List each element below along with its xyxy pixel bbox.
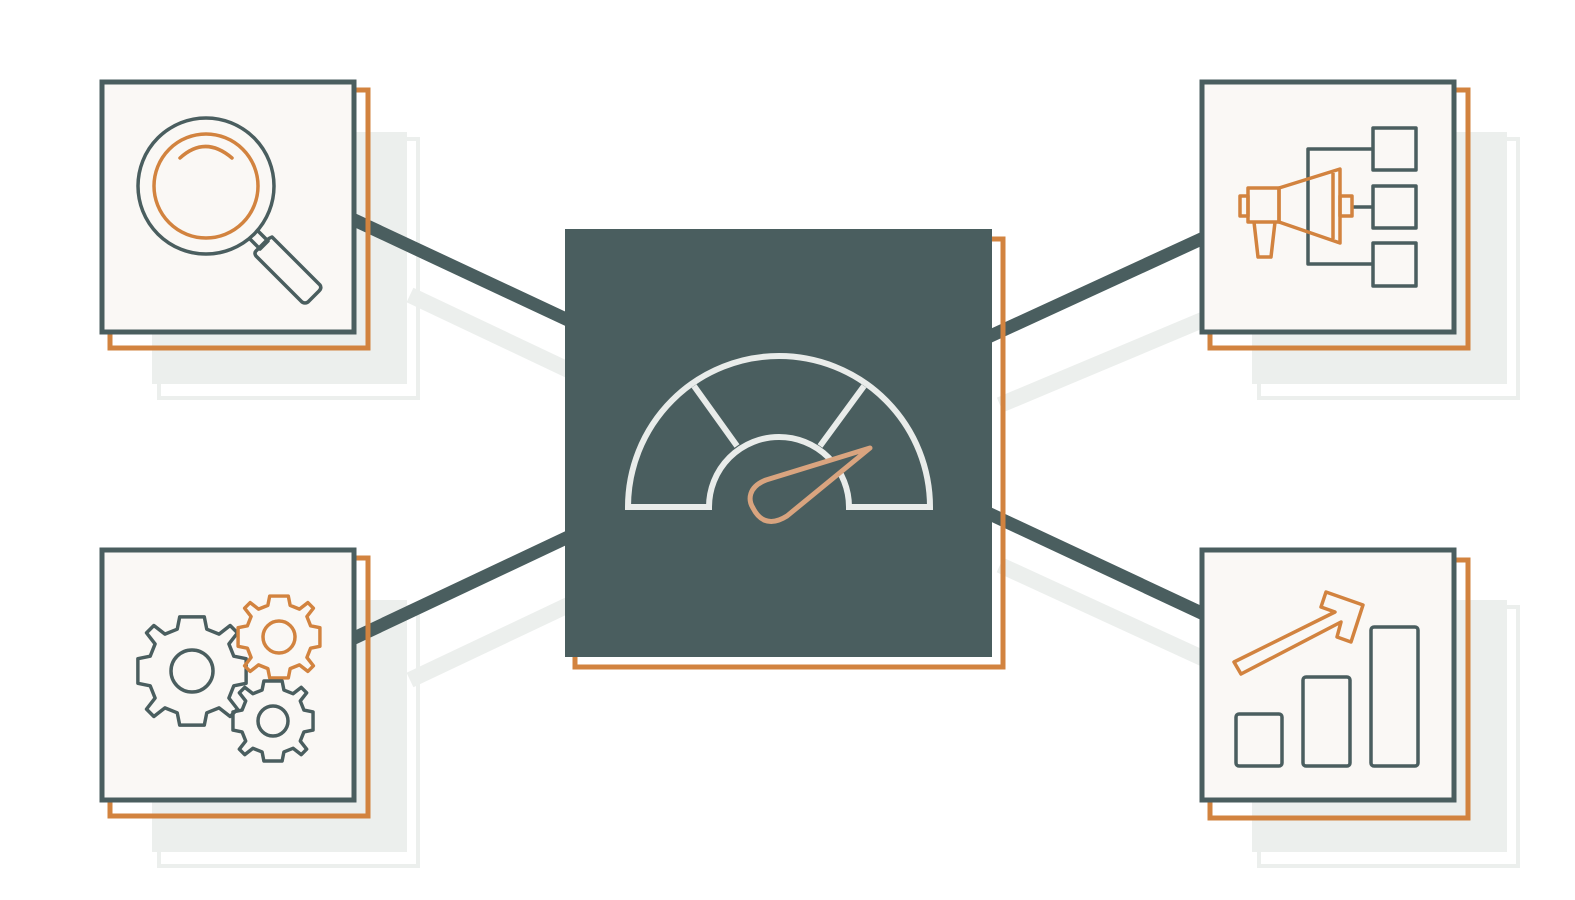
magnifying-glass-icon xyxy=(136,116,323,305)
megaphone-org-chart-icon xyxy=(1238,126,1418,288)
hub-node xyxy=(565,229,1006,670)
gears-icon xyxy=(136,594,322,763)
node-marketing xyxy=(1199,79,1471,351)
connector-operations xyxy=(347,516,603,646)
bar-chart-growth-icon xyxy=(1232,590,1420,768)
connector-research xyxy=(347,212,603,341)
node-operations xyxy=(99,547,371,819)
node-growth xyxy=(1199,547,1471,821)
node-research xyxy=(99,79,371,351)
speedometer-gauge-icon xyxy=(624,353,934,524)
